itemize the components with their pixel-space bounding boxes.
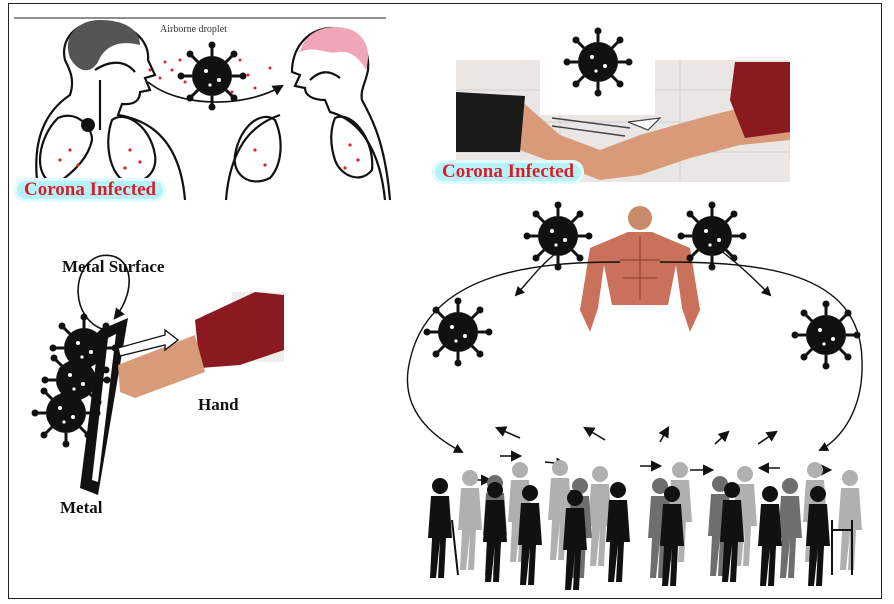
corona-infected-badge-right: Corona Infected — [432, 160, 584, 184]
metal-panel — [32, 255, 285, 495]
virus-icon-crowd-1 — [524, 202, 593, 271]
virus-icon-crowd-2 — [678, 202, 747, 271]
metal-label: Metal — [60, 498, 102, 518]
virus-icon-metal-3 — [32, 379, 101, 448]
hand-label: Hand — [198, 395, 239, 415]
metal-surface-label: Metal Surface — [62, 257, 164, 277]
airborne-droplet-label: Airborne droplet — [160, 24, 227, 35]
anatomy-figure-icon — [580, 206, 700, 332]
crowd-icon — [428, 460, 862, 590]
virus-icon-crowd-3 — [424, 298, 493, 367]
crowd-panel — [407, 202, 862, 591]
corona-infected-badge-left: Corona Infected — [14, 178, 166, 202]
virus-icon-top — [564, 28, 633, 97]
virus-icon-crowd-4 — [792, 301, 861, 370]
handshake-panel — [456, 28, 790, 183]
airborne-panel — [14, 18, 390, 204]
